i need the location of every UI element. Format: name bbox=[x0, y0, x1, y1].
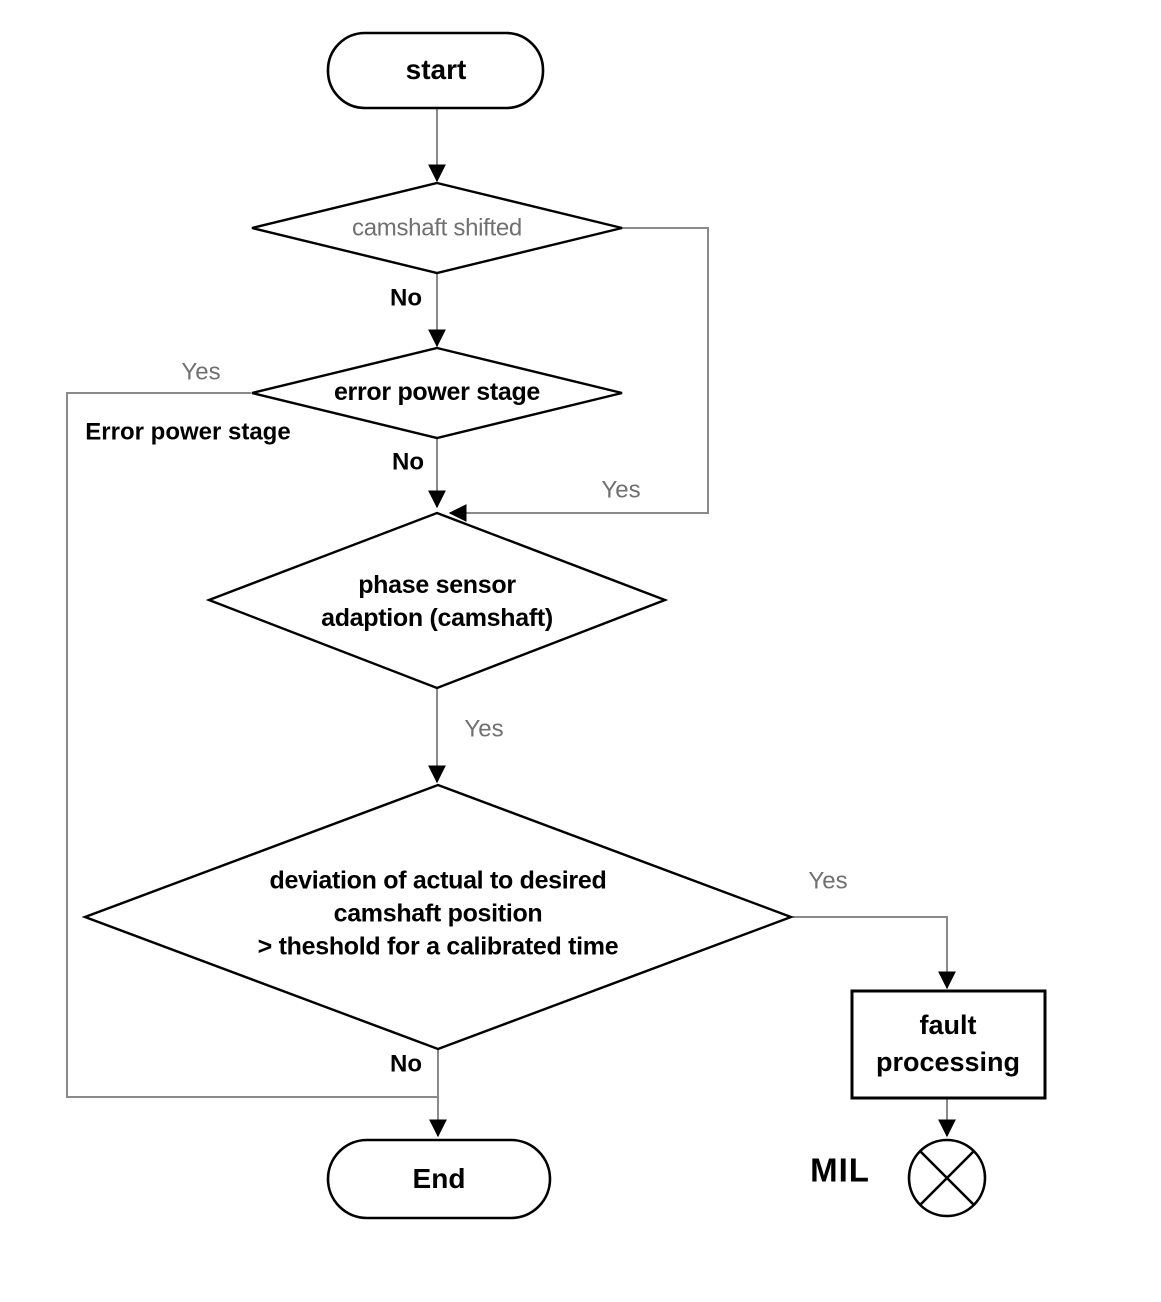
phase-sensor-line2: adaption (camshaft) bbox=[321, 604, 553, 632]
camshaft-yes-label: Yes bbox=[601, 476, 641, 504]
deviation-line2: camshaft position bbox=[333, 899, 543, 928]
deviation-check-label: deviation of actual to desired camshaft … bbox=[258, 865, 619, 964]
deviation-line3: > theshold for a calibrated time bbox=[257, 932, 619, 961]
fault-line2: processing bbox=[875, 1047, 1021, 1077]
deviation-yes-label: Yes bbox=[808, 867, 848, 895]
error-power-stage-label: error power stage bbox=[333, 377, 541, 406]
phase-yes-label: Yes bbox=[464, 715, 504, 743]
node-phase-sensor-adaption-decision bbox=[205, 511, 669, 690]
error-no-label: No bbox=[392, 448, 424, 476]
camshaft-no-label: No bbox=[390, 284, 422, 312]
node-deviation-decision bbox=[81, 783, 795, 1051]
phase-sensor-line1: phase sensor bbox=[358, 571, 516, 599]
node-start-terminator bbox=[326, 31, 545, 110]
edge-error-yes-to-end bbox=[66, 392, 438, 1098]
mil-lamp-icon bbox=[907, 1138, 987, 1218]
phase-sensor-adaption-label: phase sensor adaption (camshaft) bbox=[321, 569, 553, 635]
error-yes-label: Yes bbox=[181, 358, 221, 386]
mil-label: MIL bbox=[810, 1151, 870, 1189]
end-label: End bbox=[412, 1162, 466, 1194]
fault-processing-label: fault processing bbox=[876, 1007, 1020, 1081]
fault-line1: fault bbox=[919, 1010, 977, 1040]
edge-camshaft-yes-to-phase bbox=[448, 227, 709, 522]
deviation-line1: deviation of actual to desired bbox=[269, 866, 607, 895]
edge-deviation-yes-to-fault bbox=[793, 916, 956, 990]
node-camshaft-shifted-decision bbox=[251, 181, 623, 275]
node-error-power-stage-decision bbox=[251, 346, 623, 440]
node-end-terminator bbox=[326, 1138, 552, 1220]
start-label: start bbox=[405, 53, 467, 85]
camshaft-shifted-label: camshaft shifted bbox=[352, 214, 522, 242]
deviation-no-label: No bbox=[390, 1050, 422, 1078]
error-power-stage-annotation: Error power stage bbox=[85, 418, 291, 446]
node-fault-processing-process bbox=[850, 989, 1047, 1100]
